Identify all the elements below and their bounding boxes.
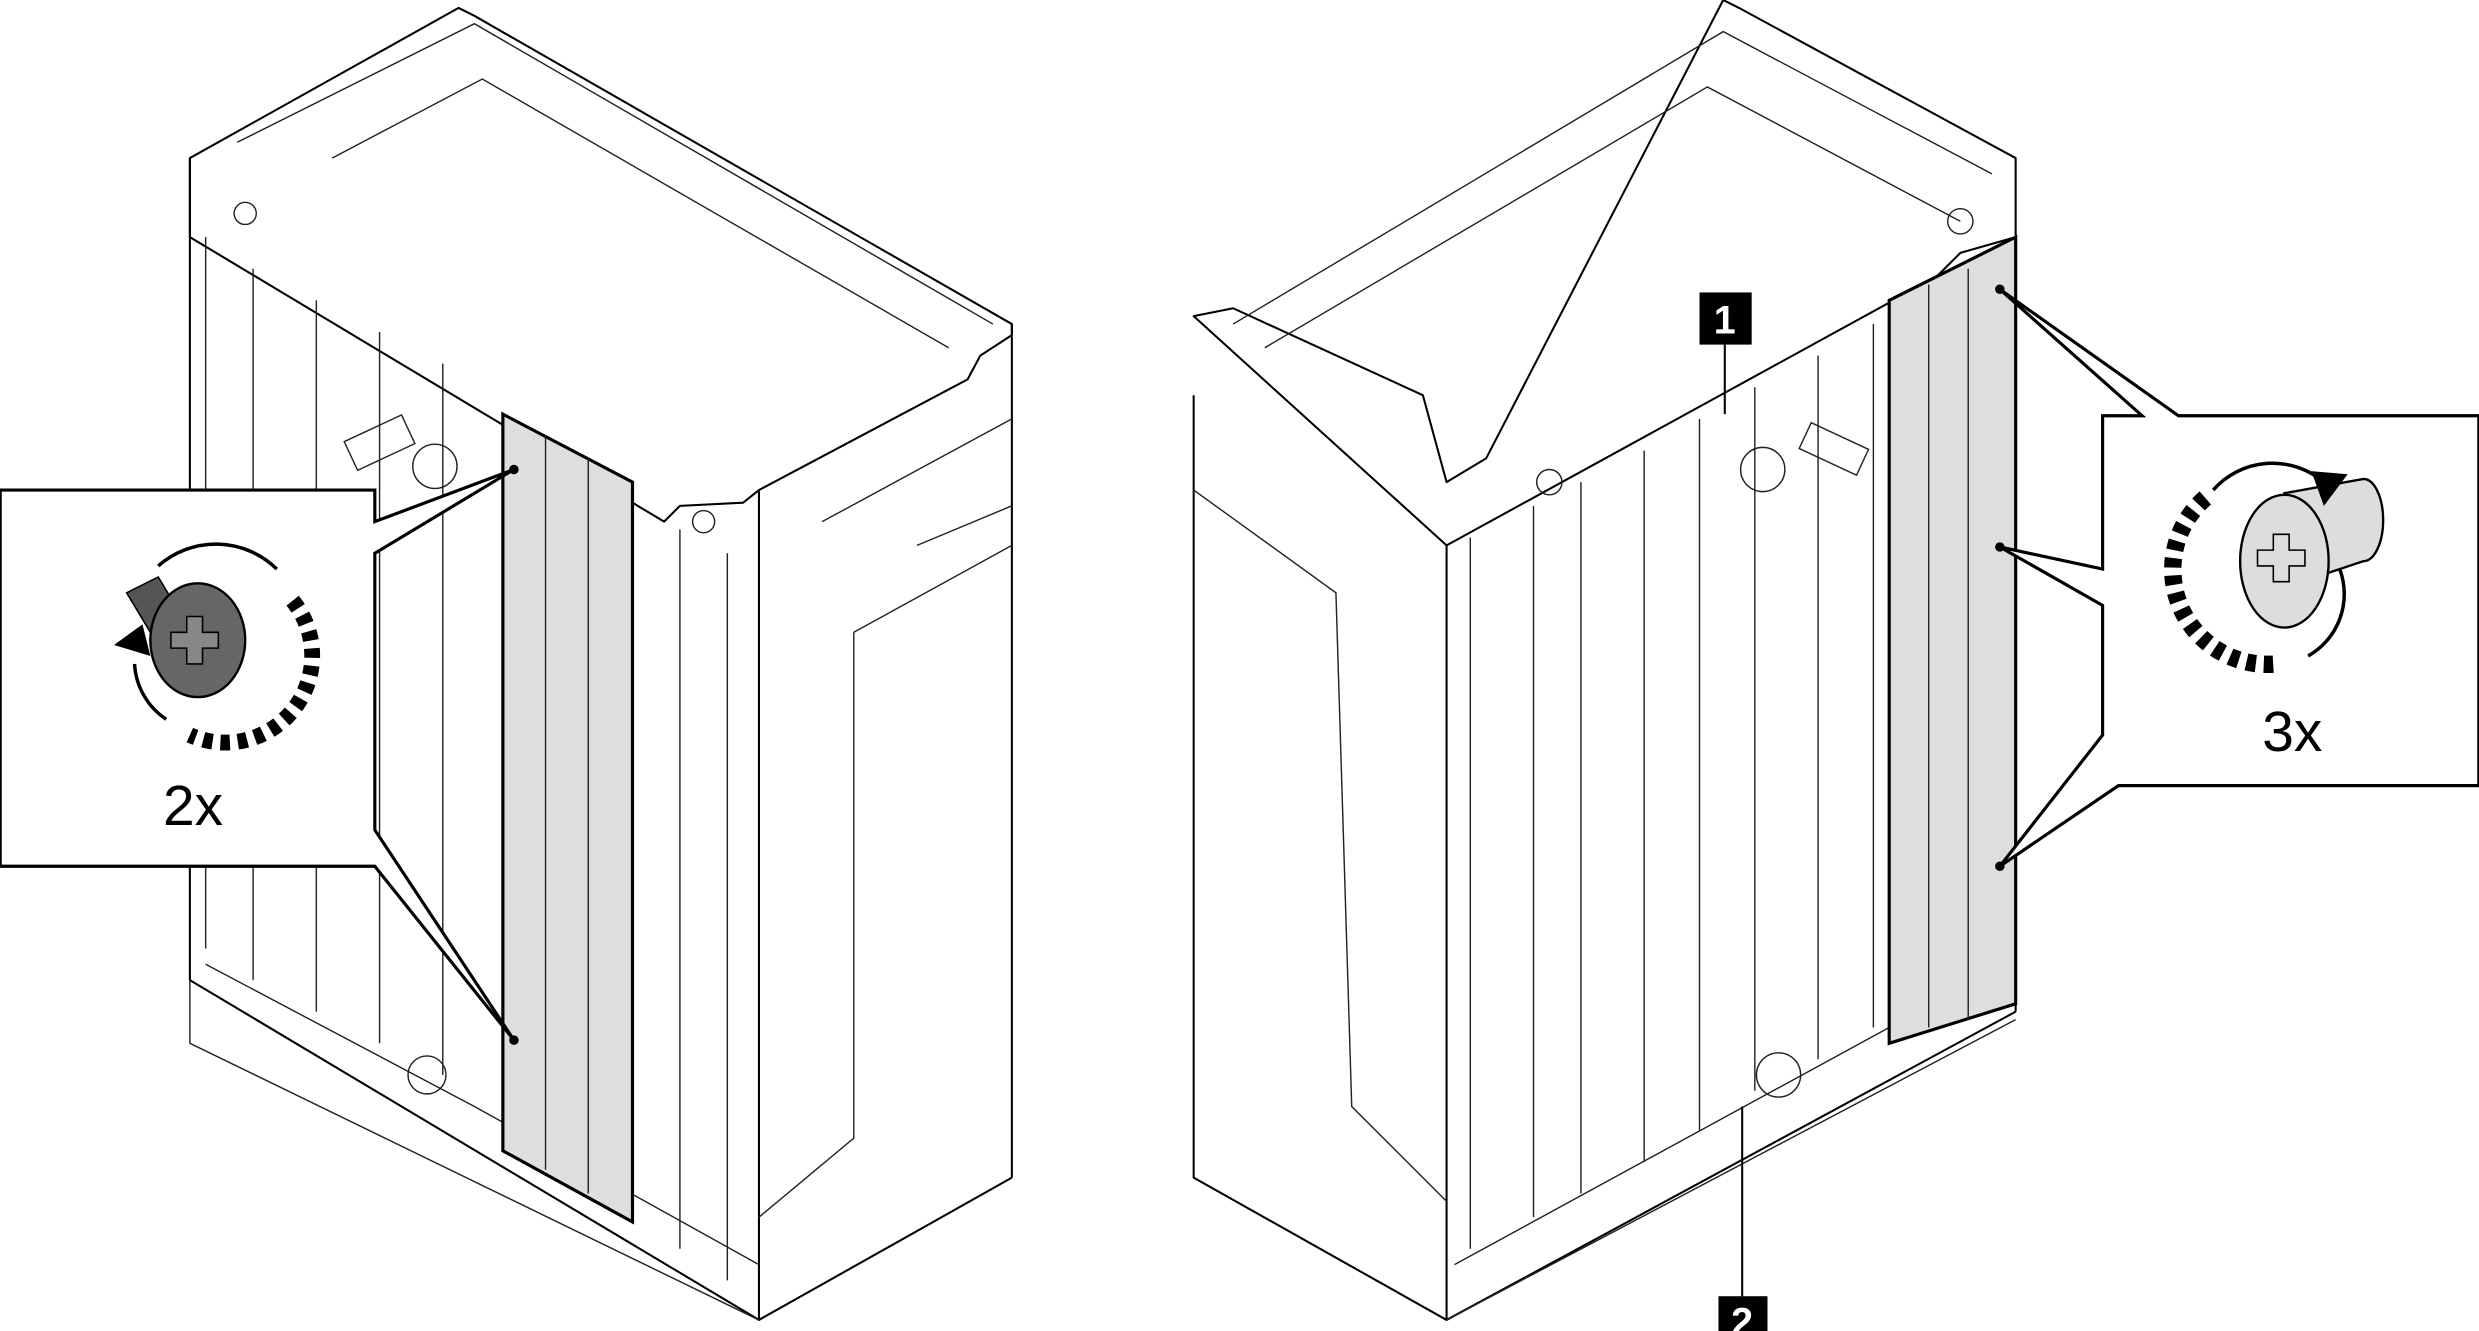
callout-label-2: 2 [1718, 1106, 1768, 1331]
left-callout: 2x [0, 468, 516, 1042]
svg-text:2: 2 [1731, 1301, 1753, 1331]
quantity-label: 3x [2262, 700, 2322, 764]
svg-text:1: 1 [1714, 299, 1736, 343]
screw-remove-icon [2164, 461, 2385, 674]
right-air-baffle-panel [1887, 234, 2018, 1046]
left-air-baffle-panel [501, 411, 635, 1225]
screw-remove-icon [113, 542, 321, 751]
right-callout: 3x [1998, 287, 2479, 868]
quantity-label: 2x [163, 774, 223, 838]
callout-label-1: 1 [1699, 292, 1752, 415]
